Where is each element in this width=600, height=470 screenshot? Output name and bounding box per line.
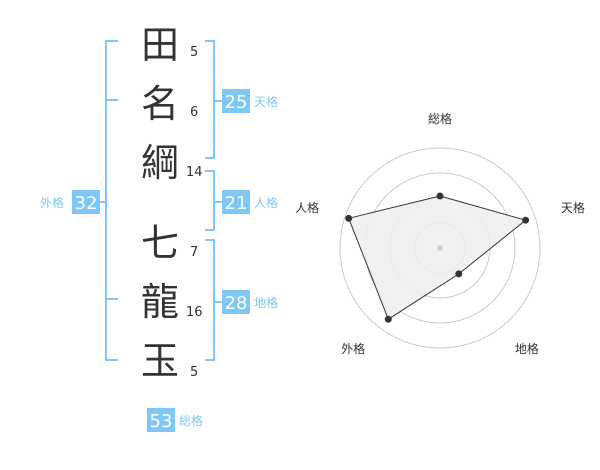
radar-point-2 [522,216,530,224]
name-char-5: 龍 [141,280,179,324]
stroke-count-3: 14 [186,165,203,180]
gaikaku-label: 外格 [40,195,64,210]
radar-point-5 [345,214,353,222]
radar-center-dot [437,245,443,251]
stroke-count-6: 5 [190,365,198,380]
chikaku-box [222,290,250,314]
bracket-chikaku [205,239,222,361]
radar-axis-label-2: 天格 [561,200,585,215]
gaikaku-box [72,190,100,214]
chikaku-group: 28 地格 [222,290,278,314]
name-char-1: 田 [141,23,179,67]
jinkaku-label: 人格 [254,195,278,210]
radar-axis-label-4: 外格 [341,341,365,356]
name-char-3: 綱 [141,141,179,185]
radar-axis-label-3: 地格 [515,341,539,356]
chikaku-label: 地格 [254,295,278,310]
tenkaku-value: 25 [225,92,248,113]
gaikaku-value: 32 [75,193,98,214]
tenkaku-box [222,89,250,113]
soukaku-label: 総格 [179,413,203,428]
bracket-tenkaku [205,40,222,159]
stroke-count-4: 7 [190,245,198,260]
stroke-count-1: 5 [190,45,198,60]
stroke-count-5: 16 [186,305,203,320]
radar-point-1 [436,192,444,200]
radar-point-4 [384,315,392,323]
radar-polygon [348,195,527,320]
jinkaku-group: 21 人格 [222,190,278,214]
radar-point-3 [455,270,463,278]
soukaku-box [147,408,175,432]
name-char-4: 七 [141,221,179,265]
soukaku-value: 53 [150,411,173,432]
tenkaku-label: 天格 [254,94,278,109]
radar-axis-label-5: 人格 [295,200,319,215]
chikaku-value: 28 [225,293,248,314]
bracket-jinkaku [205,170,222,231]
jinkaku-box [222,190,250,214]
name-char-2: 名 [141,82,179,126]
radar-axis-label-1: 総格 [428,111,452,126]
jinkaku-value: 21 [225,193,248,214]
bracket-gaikaku [100,40,118,361]
stroke-count-2: 6 [190,105,198,120]
gaikaku-group: 外格 32 [40,190,100,214]
name-char-6: 玉 [141,339,179,383]
tenkaku-group: 25 天格 [222,89,278,113]
soukaku-group: 53 総格 [147,408,203,432]
